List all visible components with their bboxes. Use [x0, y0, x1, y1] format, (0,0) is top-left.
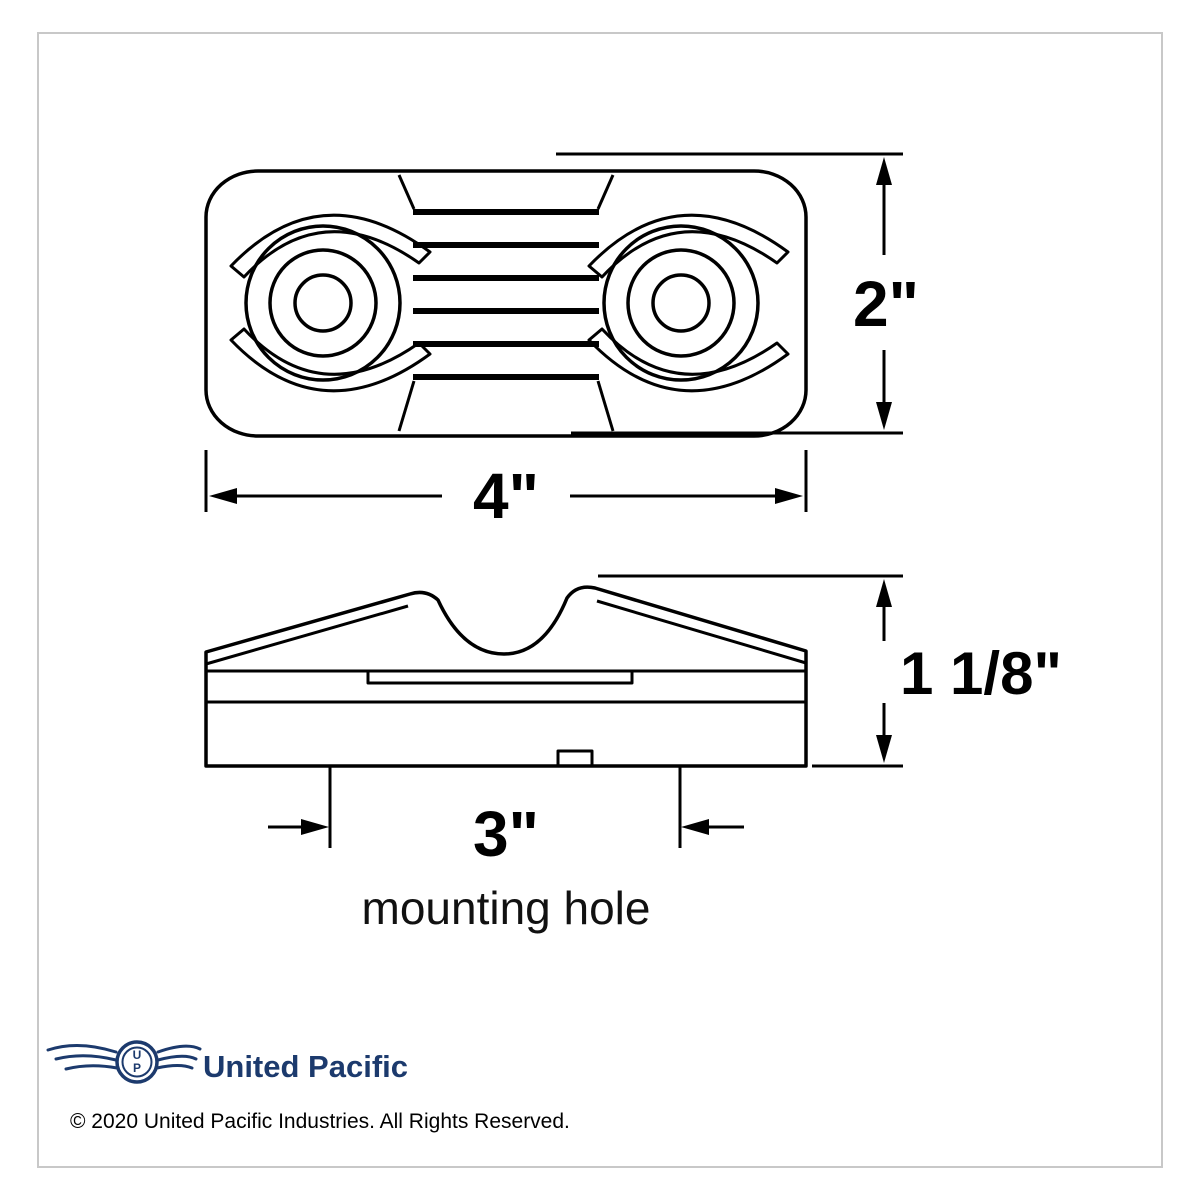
- height-dimension-label: 2": [853, 268, 919, 340]
- height-dimension: 2": [556, 152, 919, 435]
- width-dimension-label: 4": [473, 460, 539, 532]
- side-height-label: 1 1/8": [900, 640, 1062, 707]
- page-border: [37, 32, 1163, 1168]
- mounting-hole-caption: mounting hole: [362, 882, 651, 934]
- light-body-outline: [204, 169, 808, 438]
- side-profile-outline: [204, 585, 808, 768]
- side-height-dimension: 1 1/8": [598, 574, 1062, 768]
- width-dimension: 4": [204, 450, 808, 532]
- center-grille: [397, 174, 615, 432]
- brand-name: United Pacific: [203, 1049, 408, 1084]
- mount-spacing-label: 3": [473, 798, 539, 870]
- logo-monogram-top: U: [133, 1048, 142, 1062]
- side-view-drawing: 3" mounting hole 1 1/8": [204, 574, 1062, 934]
- left-lens: [229, 213, 432, 393]
- top-view-drawing: 2" 4": [204, 152, 919, 532]
- bottom-tab: [556, 749, 594, 766]
- mounting-hole-dimension: 3" mounting hole: [268, 766, 744, 934]
- footer-branding: U P United Pacific © 2020 United Pacific…: [46, 1040, 570, 1133]
- right-lens: [587, 213, 790, 393]
- logo-monogram-bottom: P: [133, 1061, 141, 1075]
- united-pacific-logo-icon: U P: [46, 1040, 202, 1084]
- copyright-text: © 2020 United Pacific Industries. All Ri…: [70, 1110, 570, 1133]
